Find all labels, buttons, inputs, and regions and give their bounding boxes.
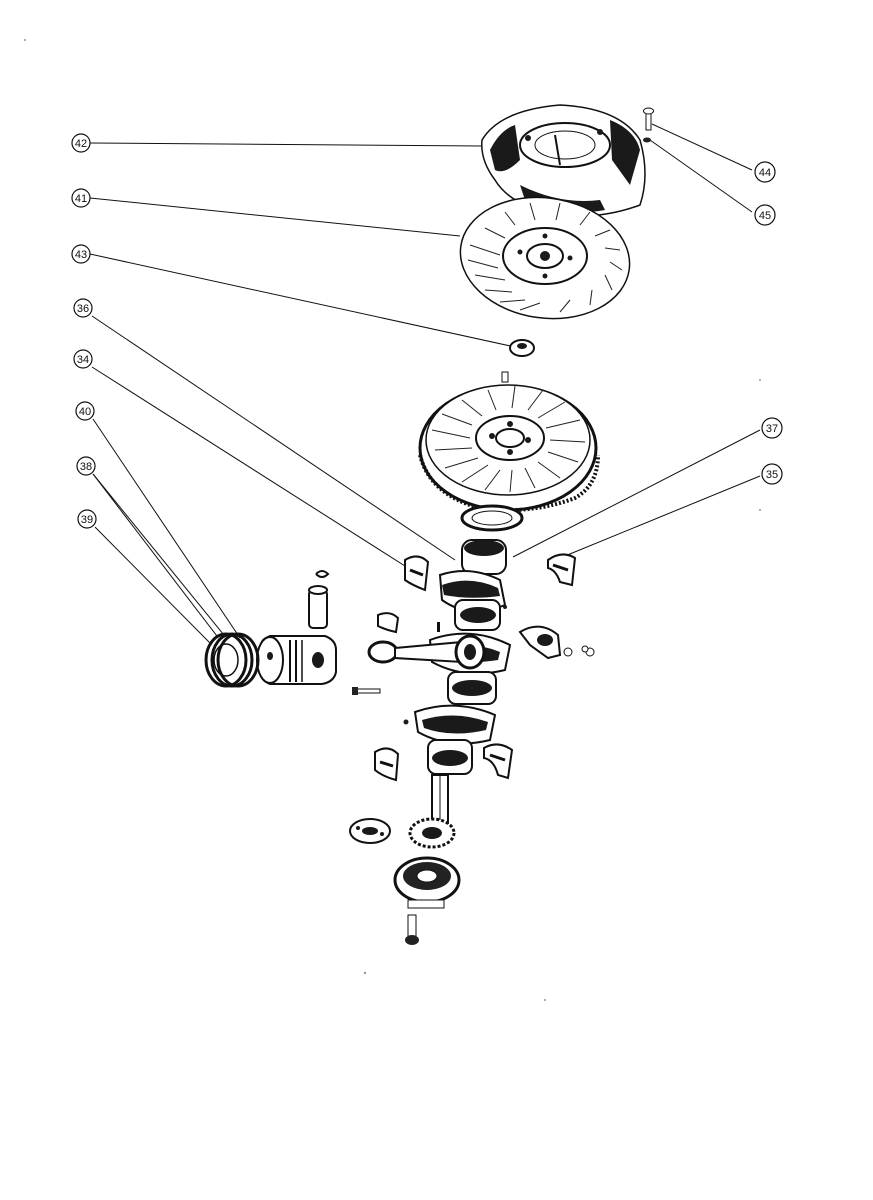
callout-label: 36 bbox=[77, 303, 89, 315]
callout-35: 35 bbox=[761, 463, 783, 485]
piston-rings-part bbox=[204, 632, 260, 688]
timing-gear-part bbox=[408, 817, 456, 849]
callout-label: 44 bbox=[759, 167, 771, 179]
rod-bolt-part bbox=[352, 687, 381, 695]
callout-label: 39 bbox=[81, 514, 93, 526]
seal-ring-part bbox=[460, 504, 524, 532]
thrust-washer-part bbox=[349, 818, 391, 844]
clutch-cover-part bbox=[481, 104, 646, 217]
rod-cap-part bbox=[518, 625, 595, 660]
callout-36: 36 bbox=[73, 298, 93, 318]
callout-label: 34 bbox=[77, 354, 89, 366]
flywheel-part bbox=[418, 371, 600, 513]
callout-label: 45 bbox=[759, 210, 771, 222]
callout-label: 42 bbox=[75, 138, 87, 150]
callout-label: 43 bbox=[75, 249, 87, 261]
callout-44: 44 bbox=[754, 161, 776, 183]
callout-label: 41 bbox=[75, 193, 87, 205]
bearing-shells-part bbox=[374, 553, 577, 782]
callout-37: 37 bbox=[761, 417, 783, 439]
callout-42: 42 bbox=[71, 133, 91, 153]
callout-34: 34 bbox=[73, 349, 93, 369]
callout-40: 40 bbox=[75, 401, 95, 421]
callout-39: 39 bbox=[77, 509, 97, 529]
clutch-disc-part bbox=[459, 196, 631, 320]
misc-small-parts bbox=[403, 605, 507, 725]
connecting-rod-part bbox=[367, 634, 486, 670]
crank-bolt-part bbox=[405, 914, 419, 945]
piston-part bbox=[256, 635, 337, 685]
pilot-bushing-part bbox=[509, 339, 535, 357]
crank-pulley-part bbox=[393, 856, 461, 909]
bolt-and-washer-part bbox=[643, 107, 654, 143]
callout-41: 41 bbox=[71, 188, 91, 208]
callout-45: 45 bbox=[754, 204, 776, 226]
leader-lines bbox=[89, 123, 761, 644]
callout-label: 38 bbox=[80, 461, 92, 473]
callout-43: 43 bbox=[71, 244, 91, 264]
crankshaft-part bbox=[413, 539, 512, 826]
piston-pin-part bbox=[308, 570, 330, 629]
callout-label: 40 bbox=[79, 406, 91, 418]
scan-specks bbox=[24, 39, 761, 1001]
callout-label: 37 bbox=[766, 423, 778, 435]
callout-label: 35 bbox=[766, 469, 778, 481]
callout-38: 38 bbox=[76, 456, 96, 476]
